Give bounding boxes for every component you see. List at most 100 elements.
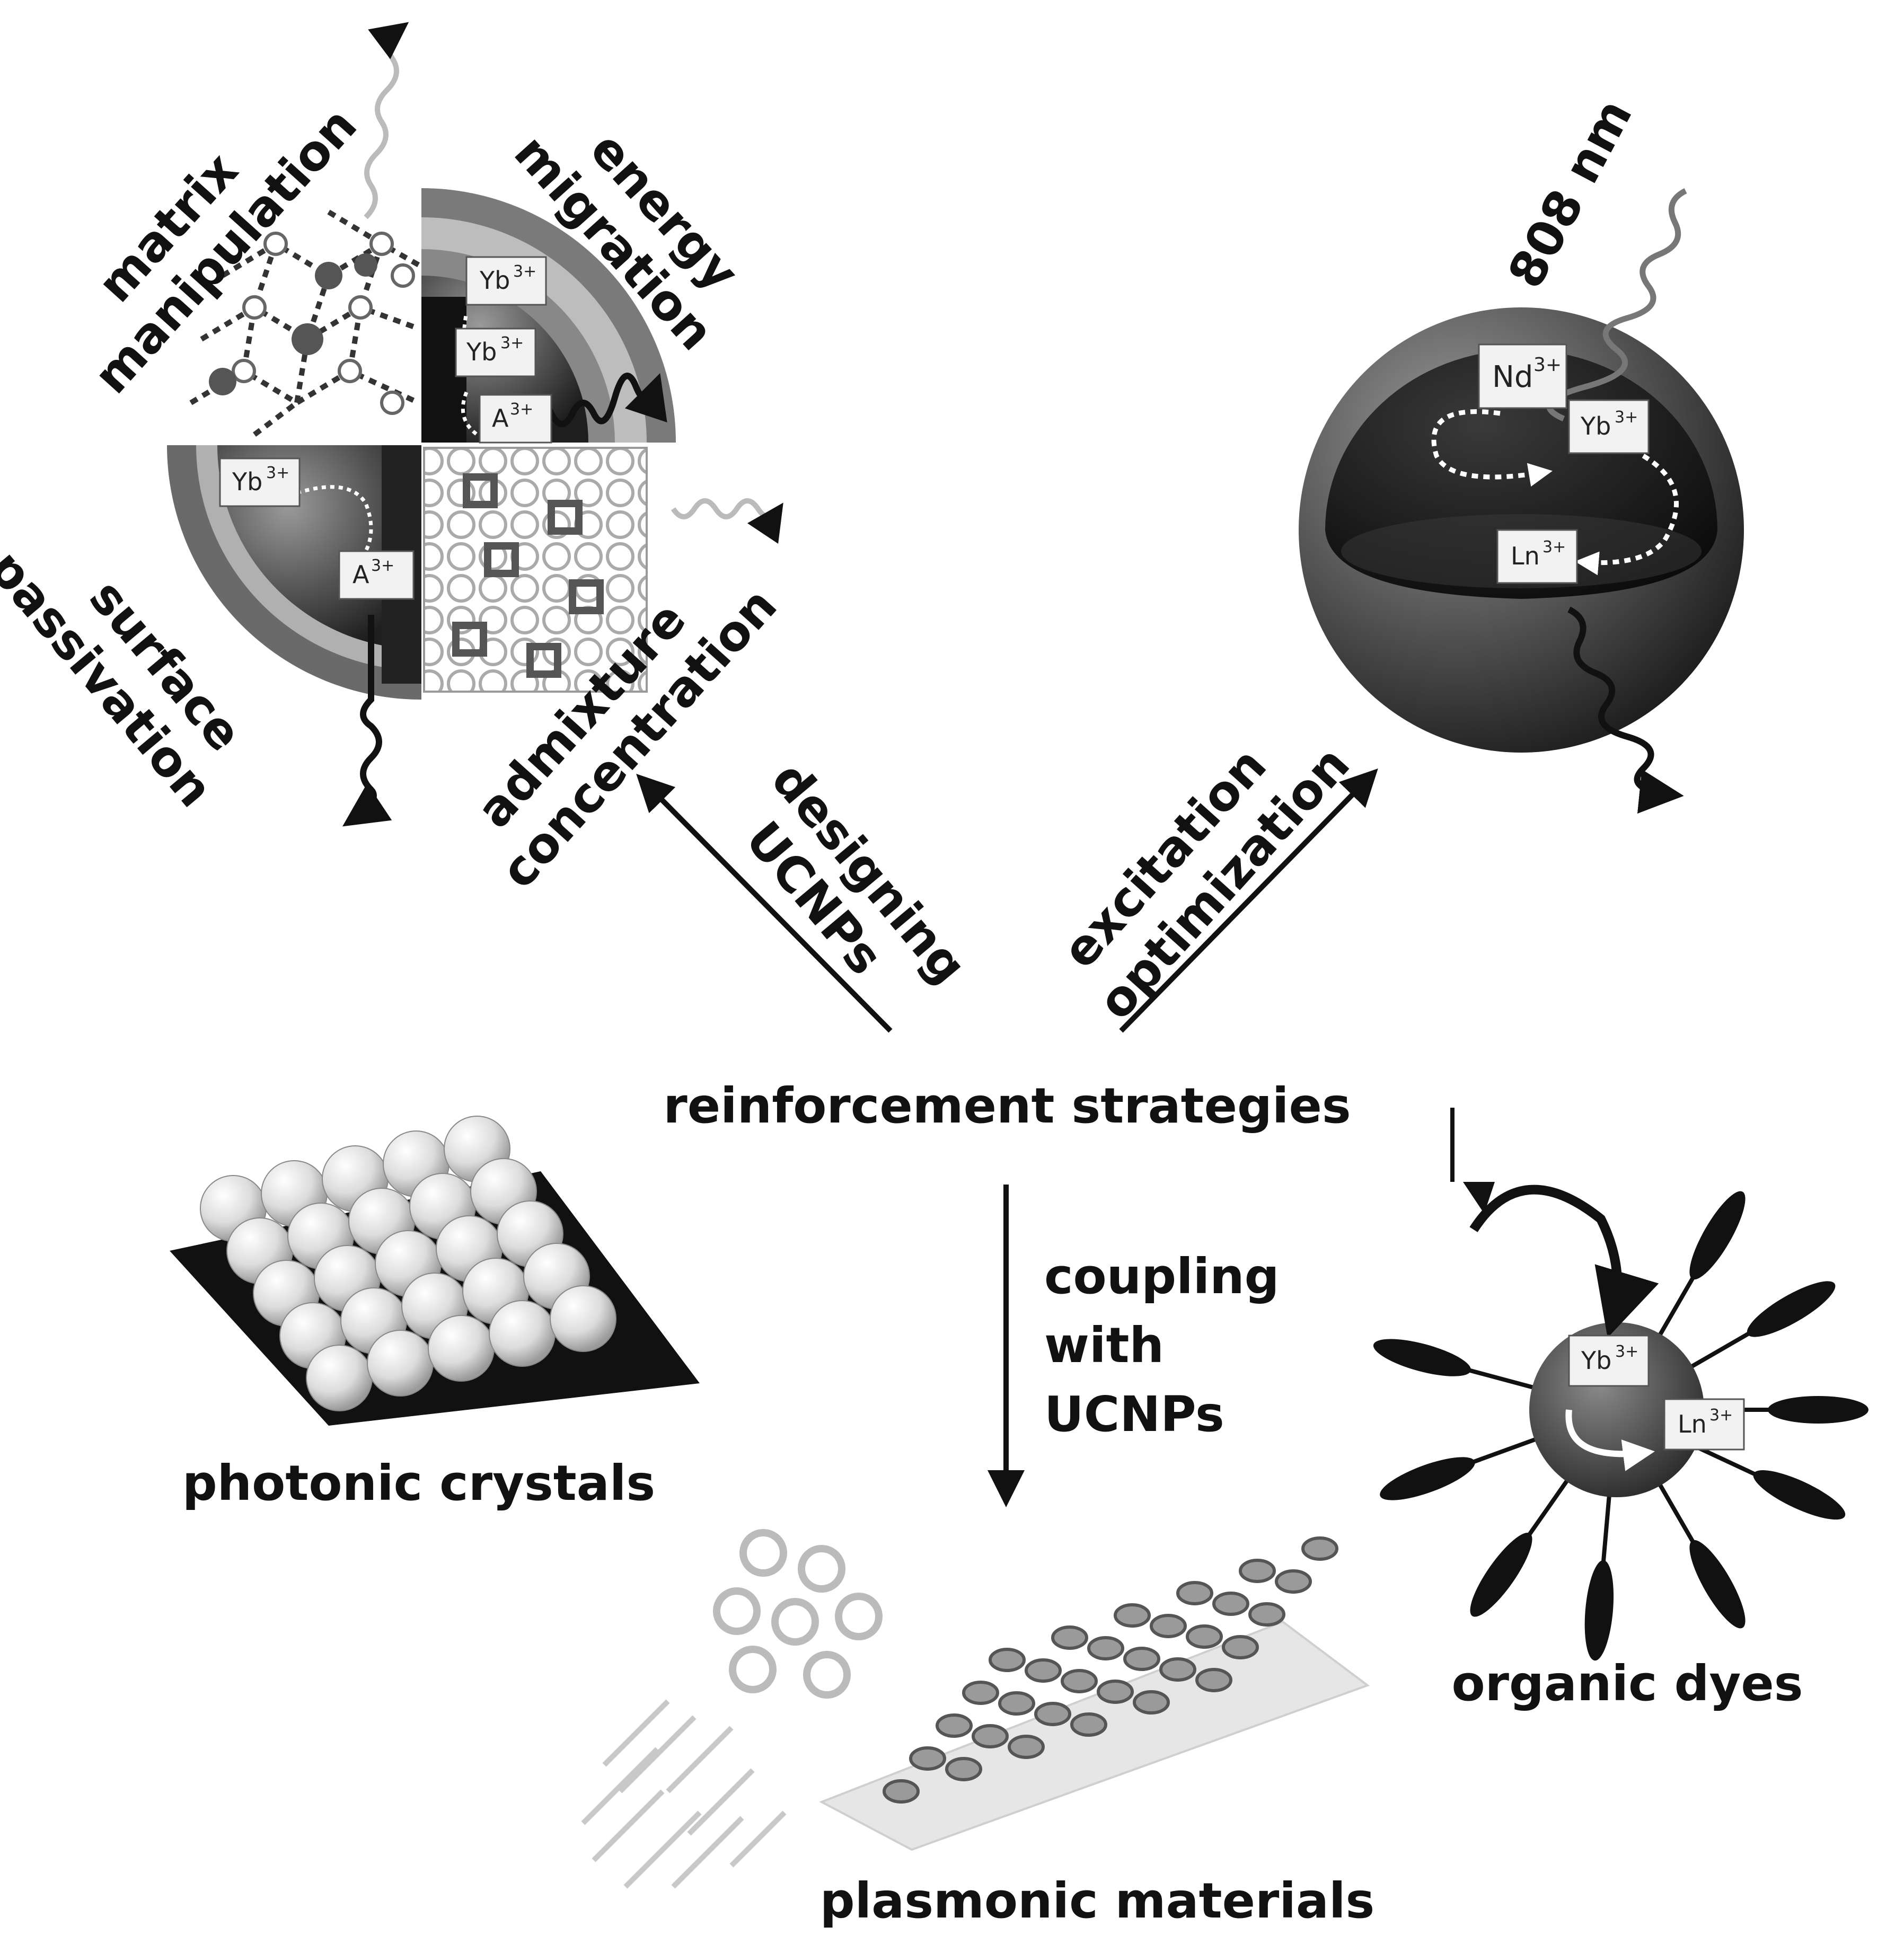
nd-sensitized-nanoparticle: Nd 3+ Yb 3+ Ln 3+ 808 nm xyxy=(1299,90,1744,814)
coupling-line3: UCNPs xyxy=(1044,1386,1224,1443)
excitation-optimization-label: excitation optimization xyxy=(1051,736,1360,1030)
plasmonic-dot xyxy=(1133,1690,1170,1715)
excitation-wave xyxy=(1546,188,1687,422)
coupling-line1: coupling xyxy=(1044,1248,1280,1305)
ion-a1-label: A xyxy=(492,404,509,432)
plasmonic-dot xyxy=(1301,1536,1338,1561)
designing-arrow xyxy=(636,774,893,1033)
plasmonic-dot xyxy=(1248,1602,1285,1627)
plasmonic-dot xyxy=(883,1779,920,1804)
coupling-line2: with xyxy=(1044,1317,1164,1374)
plasmonic-dot xyxy=(1097,1680,1134,1704)
photonic-sphere xyxy=(428,1315,495,1382)
plasmonic-dot xyxy=(1239,1559,1276,1583)
ion-box-ln1: Ln 3+ xyxy=(1496,529,1578,584)
plasmonic-dot xyxy=(1025,1658,1062,1683)
plasmonic-dot xyxy=(1159,1657,1196,1682)
photonic-label: photonic crystals xyxy=(182,1455,655,1512)
ion-box-nd: Nd 3+ xyxy=(1478,343,1567,409)
ion-yb4-label: Yb xyxy=(1580,412,1611,440)
dye-molecule xyxy=(1373,1339,1471,1376)
matrix-lattice-quadrant xyxy=(189,209,420,437)
matrix-manipulation-label: matrix manipulation xyxy=(83,97,367,404)
plasmonic-dot xyxy=(1150,1614,1187,1638)
plasmonic-dot xyxy=(1061,1669,1098,1693)
ion-box-yb4: Yb 3+ xyxy=(1568,399,1650,454)
organic-dye-figure: Yb 3+ Ln 3+ xyxy=(1373,1185,1868,1661)
plasmonic-dot xyxy=(1123,1647,1160,1671)
ion-box-a1: A 3+ xyxy=(479,394,552,444)
ion-box-yb3: Yb 3+ xyxy=(219,457,301,507)
plasmonic-dot xyxy=(998,1691,1035,1716)
dye-linker xyxy=(1461,1436,1538,1468)
lattice-emission-arrow xyxy=(364,22,409,219)
plasmonic-dot xyxy=(1051,1625,1088,1650)
plasmonic-dot xyxy=(1176,1581,1213,1605)
plasmonic-material-figure xyxy=(581,1529,1370,1889)
ion-box-yb5: Yb 3+ xyxy=(1568,1335,1650,1387)
plasmonic-dot xyxy=(1195,1668,1232,1692)
emission-wave xyxy=(1567,606,1684,814)
plasmonic-dot xyxy=(989,1648,1026,1672)
dye-molecule xyxy=(1753,1470,1846,1520)
plasmonic-dot xyxy=(945,1757,982,1781)
ion-nd-charge: 3+ xyxy=(1533,354,1562,376)
ion-yb2-label: Yb xyxy=(466,338,497,366)
dye-molecule xyxy=(1380,1457,1475,1500)
plasmonic-dot xyxy=(962,1681,999,1705)
plasmonic-dot xyxy=(1070,1712,1107,1737)
dye-molecule xyxy=(1689,1191,1746,1280)
coupling-label: coupling with UCNPs xyxy=(1044,1248,1280,1443)
plasmonic-dot xyxy=(909,1746,946,1771)
plasmonic-dot-array xyxy=(883,1536,1338,1804)
center-title: reinforcement strategies xyxy=(663,1077,1351,1134)
ion-yb3-charge: 3+ xyxy=(266,464,289,482)
ion-box-yb2: Yb 3+ xyxy=(455,328,536,377)
ion-a2-charge: 3+ xyxy=(371,556,394,575)
photonic-sphere xyxy=(550,1285,616,1352)
plasmonic-nanoparticles xyxy=(713,1529,883,1699)
plasmonic-label: plasmonic materials xyxy=(820,1872,1375,1929)
excitation-arrow xyxy=(1119,768,1378,1033)
photonic-sphere xyxy=(489,1300,556,1367)
ion-yb1-charge: 3+ xyxy=(513,262,536,281)
dye-molecule xyxy=(1768,1396,1868,1424)
wavelength-text: 808 nm xyxy=(1497,90,1643,297)
ion-ln2-label: Ln xyxy=(1678,1410,1707,1438)
dye-molecule xyxy=(1470,1533,1532,1617)
admixture-lattice-quadrant xyxy=(423,447,783,693)
plasmonic-dot xyxy=(1275,1569,1312,1594)
plasmonic-dot xyxy=(1186,1624,1223,1649)
plasmonic-dot xyxy=(1087,1636,1124,1660)
ion-box-a2: A 3+ xyxy=(338,550,415,600)
plasmonic-dot xyxy=(1222,1635,1259,1659)
ion-ln1-label: Ln xyxy=(1511,542,1540,570)
ion-yb3-label: Yb xyxy=(232,467,262,496)
ion-box-ln2: Ln 3+ xyxy=(1663,1398,1745,1451)
organic-dyes-label: organic dyes xyxy=(1451,1655,1803,1712)
ion-yb1-label: Yb xyxy=(479,266,510,295)
plasmonic-dot xyxy=(1114,1603,1151,1628)
ion-yb4-charge: 3+ xyxy=(1615,408,1638,427)
ion-yb5-charge: 3+ xyxy=(1615,1342,1638,1361)
plasmonic-dot xyxy=(1034,1702,1071,1726)
plasmonic-nanorods xyxy=(581,1699,787,1889)
plasmonic-dot xyxy=(1212,1592,1249,1616)
ion-ln1-charge: 3+ xyxy=(1542,538,1566,556)
ion-a1-charge: 3+ xyxy=(510,400,533,419)
plasmonic-dot xyxy=(936,1713,973,1738)
photonic-crystal-figure xyxy=(170,1116,700,1426)
plasmonic-dot xyxy=(1008,1735,1045,1759)
photonic-sphere-array xyxy=(200,1116,616,1411)
ion-yb5-label: Yb xyxy=(1581,1346,1611,1375)
photonic-sphere xyxy=(367,1330,434,1397)
ion-box-yb1: Yb 3+ xyxy=(465,256,547,306)
ion-a2-label: A xyxy=(352,560,369,589)
plasmonic-dot xyxy=(972,1724,1009,1748)
photonic-sphere xyxy=(306,1345,373,1411)
dye-linker xyxy=(1520,1478,1570,1546)
strategy-arrows xyxy=(636,768,1495,1507)
ucnp-design-figure: Yb 3+ Yb 3+ A 3+ Yb 3+ A 3+ matrix manip… xyxy=(0,22,788,899)
ion-nd-label: Nd xyxy=(1492,360,1533,394)
